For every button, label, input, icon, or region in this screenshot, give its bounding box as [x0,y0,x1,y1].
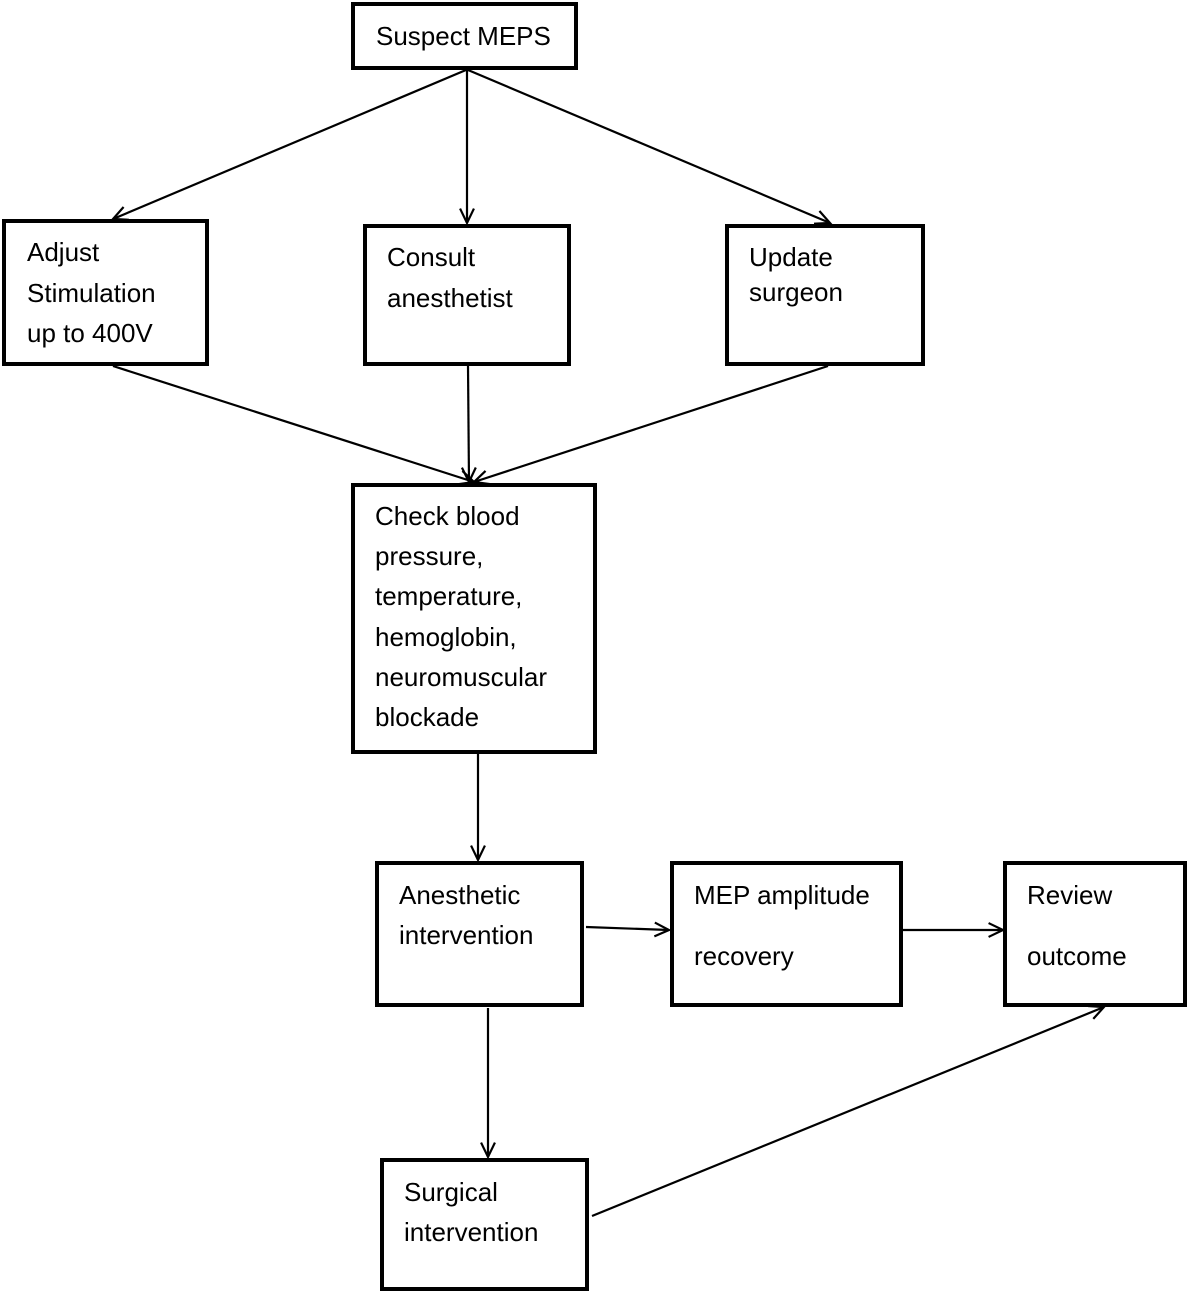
node-review-outcome: Review outcome [1003,861,1187,1007]
node-text-line: blockade [375,702,480,732]
arrow-anesthetic-to-mep [585,921,672,938]
node-text-line: Consult [387,242,476,272]
node-text-line: Update [749,242,833,272]
node-consult-anesthetist: Consult anesthetist [363,224,571,366]
arrowhead [460,467,477,485]
arrowhead [813,210,833,225]
arrow-suspect-to-update [467,68,833,225]
node-text-line: intervention [404,1217,539,1247]
arrow-check-to-anesthetic [470,754,486,863]
node-mep-amplitude-recovery: MEP amplitude recovery [670,861,903,1007]
node-text-line: temperature, [375,581,523,611]
arrow-update-to-check [471,364,829,486]
node-update-surgeon: Update surgeon [725,224,925,366]
node-text-line: Stimulation [27,278,156,308]
arrow-anesthetic-to-surgical [480,1008,496,1160]
node-text-line: Review [1027,880,1113,910]
node-text-line: neuromuscular [375,662,547,692]
node-text-line: Surgical [404,1177,498,1207]
arrow-consult-to-check [460,365,477,485]
node-text-line: MEP amplitude [694,880,870,910]
arrow-mep-to-review [903,922,1006,938]
node-text-line: outcome [1027,941,1127,971]
node-check-vitals: Check blood pressure, temperature, hemog… [351,483,597,754]
node-text-line: hemoglobin, [375,622,517,652]
node-anesthetic-intervention: Anesthetic intervention [375,861,584,1007]
arrow-suspect-to-adjust [110,68,467,221]
node-text-line: Suspect MEPS [376,21,551,51]
arrow-adjust-to-check [112,364,477,486]
node-text-line: Adjust [27,237,100,267]
node-text-line: up to 400V [27,318,153,348]
node-text-line: Anesthetic [399,880,521,910]
node-text-line: Check blood [375,501,520,531]
arrowhead [459,208,475,226]
node-surgical-intervention: Surgical intervention [380,1158,589,1291]
arrowhead [470,845,486,863]
node-text-line: surgeon [749,277,843,307]
arrowhead [480,1142,496,1160]
node-adjust-stimulation: Adjust Stimulation up to 400V [2,219,209,366]
node-text-line: intervention [399,920,534,950]
node-text-line: pressure, [375,541,484,571]
node-text-line: recovery [694,941,794,971]
arrowhead [653,921,672,938]
node-text-line: anesthetist [387,283,513,313]
arrow-suspect-to-consult [459,70,475,226]
node-suspect-meps: Suspect MEPS [351,2,578,70]
arrow-surgical-to-review [591,1004,1107,1218]
